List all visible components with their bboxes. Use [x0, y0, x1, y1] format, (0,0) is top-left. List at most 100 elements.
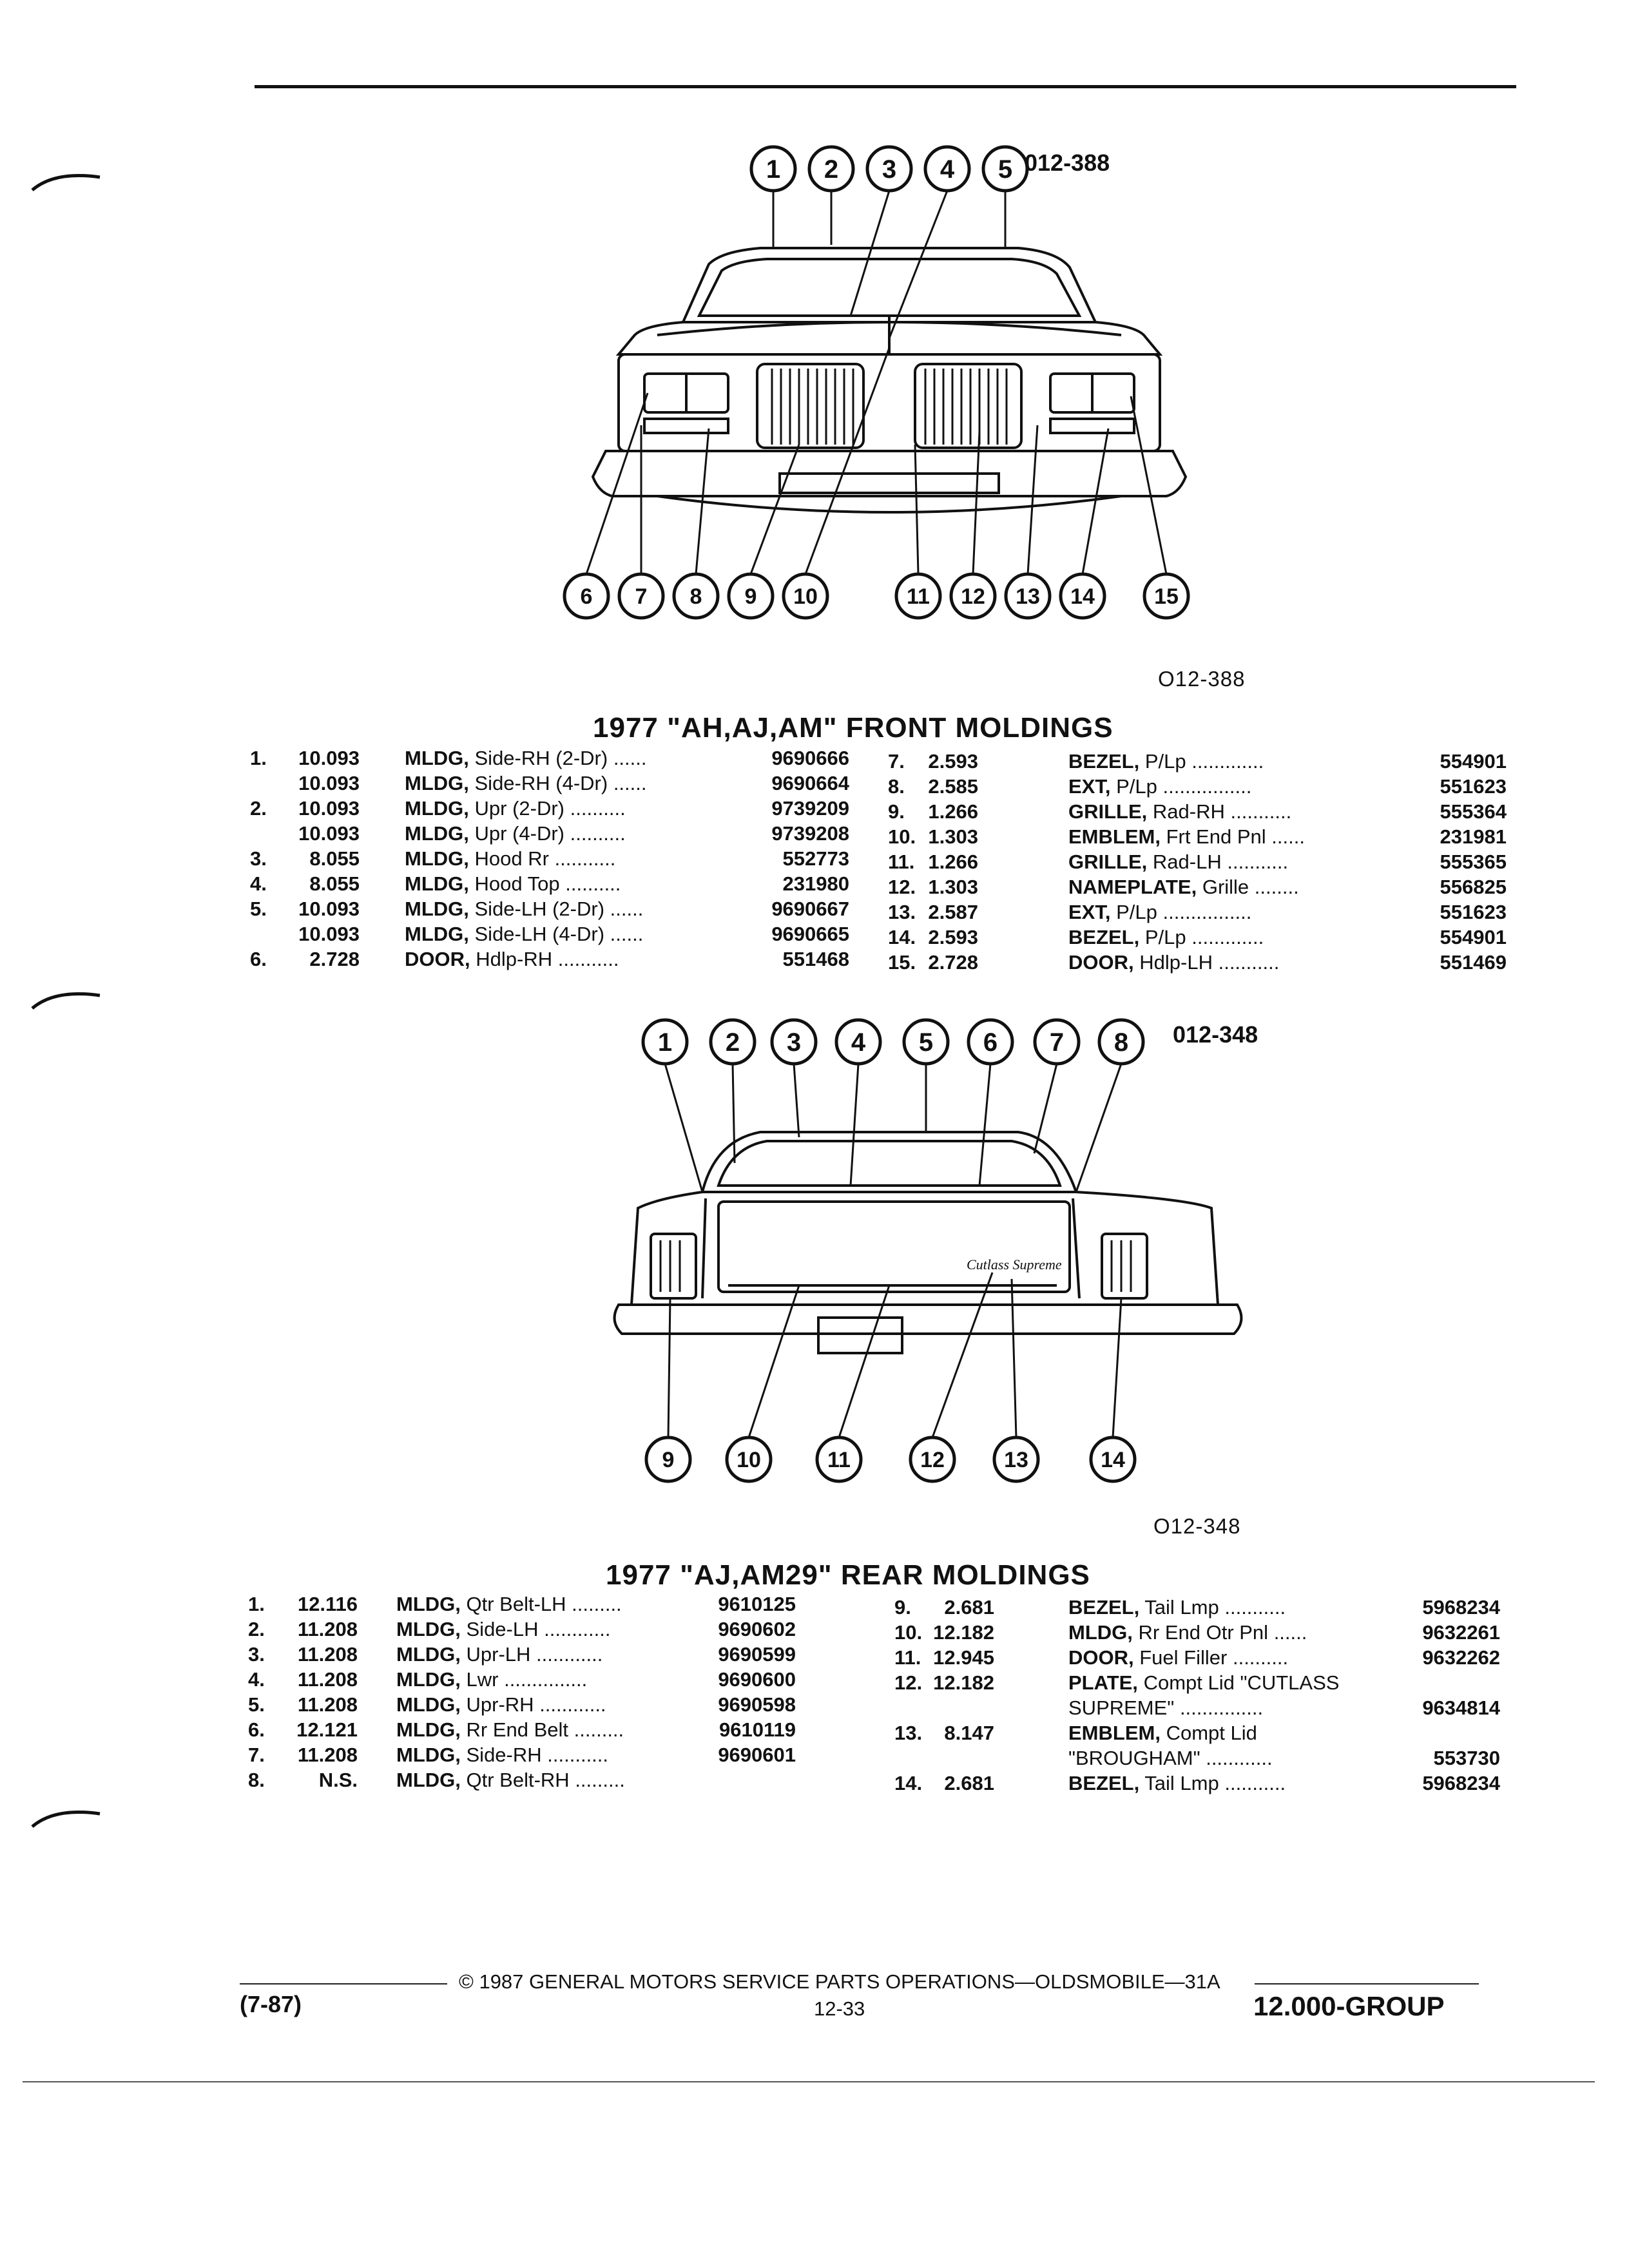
group-number: 1.303	[928, 825, 978, 848]
part-detail: Side-RH (2-Dr)	[474, 747, 608, 769]
part-detail: SUPREME"	[1068, 1696, 1175, 1719]
part-detail: Compt Lid	[1166, 1722, 1257, 1744]
part-description: DOOR, Fuel Filler ..........	[1068, 1645, 1288, 1670]
front-figure-label: O12-388	[1158, 667, 1246, 691]
item-number: 13.	[894, 1722, 923, 1744]
leader-dots: ................	[1162, 775, 1252, 798]
group-number: 2.593	[928, 750, 978, 773]
group-number: 11.208	[297, 1693, 358, 1716]
item-number: 15.	[888, 951, 916, 974]
group-number: N.S.	[318, 1769, 358, 1791]
part-description: EXT, P/Lp ................	[1068, 899, 1251, 925]
part-name: MLDG,	[405, 822, 469, 845]
leader-dots: ...........	[1227, 850, 1289, 873]
part-detail: Upr-RH	[466, 1693, 534, 1716]
part-description: DOOR, Hdlp-RH ...........	[405, 947, 619, 972]
svg-text:3: 3	[787, 1028, 801, 1057]
part-detail: Qtr Belt-RH	[466, 1769, 570, 1791]
rear-figure-code: 012-348	[1173, 1021, 1258, 1048]
part-description: GRILLE, Rad-LH ...........	[1068, 849, 1288, 874]
group-number: 1.266	[928, 850, 978, 873]
footer-rule-right	[1255, 1983, 1479, 1984]
svg-text:2: 2	[726, 1028, 740, 1057]
part-description: DOOR, Hdlp-LH ...........	[1068, 950, 1279, 975]
group-number: 12.182	[933, 1671, 994, 1694]
group-number: 8.055	[309, 872, 360, 895]
svg-text:4: 4	[851, 1028, 866, 1057]
parts-row: "BROUGHAM" ............553730	[894, 1745, 1500, 1771]
footer-page-number: 12-33	[814, 1997, 865, 2020]
svg-text:2: 2	[824, 155, 838, 184]
svg-text:8: 8	[1114, 1028, 1128, 1057]
part-name: MLDG,	[396, 1744, 461, 1766]
item-number: 14.	[888, 926, 916, 948]
group-number: 2.593	[928, 926, 978, 948]
part-detail: Compt Lid "CUTLASS	[1143, 1671, 1340, 1694]
part-name: MLDG,	[405, 772, 469, 794]
part-name: DOOR,	[405, 948, 470, 970]
part-description: BEZEL, P/Lp .............	[1068, 749, 1264, 774]
part-number: 9632262	[1422, 1646, 1500, 1669]
front-figure-code: 012-388	[1025, 149, 1110, 176]
item-number: 5.	[250, 898, 267, 920]
part-name: MLDG,	[396, 1618, 461, 1640]
part-description: BEZEL, Tail Lmp ...........	[1068, 1595, 1286, 1620]
leader-dots: ...............	[1179, 1696, 1264, 1719]
item-number: 7.	[248, 1744, 265, 1766]
part-name: MLDG,	[396, 1643, 461, 1666]
group-number: 2.728	[928, 951, 978, 974]
leader-dots: ..........	[1232, 1646, 1289, 1669]
part-detail: P/Lp	[1144, 926, 1186, 948]
group-number: 11.208	[297, 1618, 358, 1640]
svg-text:1: 1	[766, 155, 780, 184]
group-number: 2.728	[309, 948, 360, 970]
group-number: 12.116	[297, 1593, 358, 1615]
rear-figure-label: O12-348	[1153, 1514, 1241, 1538]
part-detail: Lwr	[466, 1668, 499, 1691]
part-name: MLDG,	[1068, 1621, 1133, 1644]
part-description: MLDG, Hood Top ..........	[405, 871, 621, 896]
footer-copyright: © 1987 GENERAL MOTORS SERVICE PARTS OPER…	[459, 1970, 1220, 1993]
svg-text:1: 1	[658, 1028, 672, 1057]
group-number: 10.093	[298, 797, 360, 820]
part-name: GRILLE,	[1068, 800, 1148, 823]
part-description: MLDG, Lwr ...............	[396, 1667, 587, 1692]
part-name: BEZEL,	[1068, 750, 1140, 773]
part-number: 5968234	[1422, 1596, 1500, 1619]
leader-dots: ..........	[570, 797, 626, 820]
part-number: 9690599	[718, 1643, 796, 1666]
parts-row: 8.N.S.MLDG, Qtr Belt-RH .........	[248, 1767, 796, 1792]
part-name: BEZEL,	[1068, 1772, 1140, 1794]
group-number: 8.055	[309, 847, 360, 870]
leader-dots: .........	[572, 1593, 622, 1615]
part-description: EMBLEM, Compt Lid	[1068, 1720, 1257, 1745]
leader-dots: ...........	[1230, 800, 1292, 823]
part-name: MLDG,	[405, 747, 469, 769]
item-number: 3.	[248, 1643, 265, 1666]
svg-text:14: 14	[1070, 584, 1095, 609]
part-detail: Side-LH (4-Dr)	[474, 923, 605, 945]
part-description: MLDG, Upr-LH ............	[396, 1642, 602, 1667]
part-detail: Frt End Pnl	[1166, 825, 1266, 848]
top-rule	[255, 85, 1516, 88]
svg-text:Cutlass Supreme: Cutlass Supreme	[967, 1256, 1062, 1273]
part-description: BEZEL, Tail Lmp ...........	[1068, 1771, 1286, 1796]
part-description: PLATE, Compt Lid "CUTLASS	[1068, 1670, 1339, 1695]
part-description: MLDG, Upr-RH ............	[396, 1692, 606, 1717]
svg-text:12: 12	[961, 584, 985, 609]
part-detail: Hdlp-RH	[476, 948, 553, 970]
